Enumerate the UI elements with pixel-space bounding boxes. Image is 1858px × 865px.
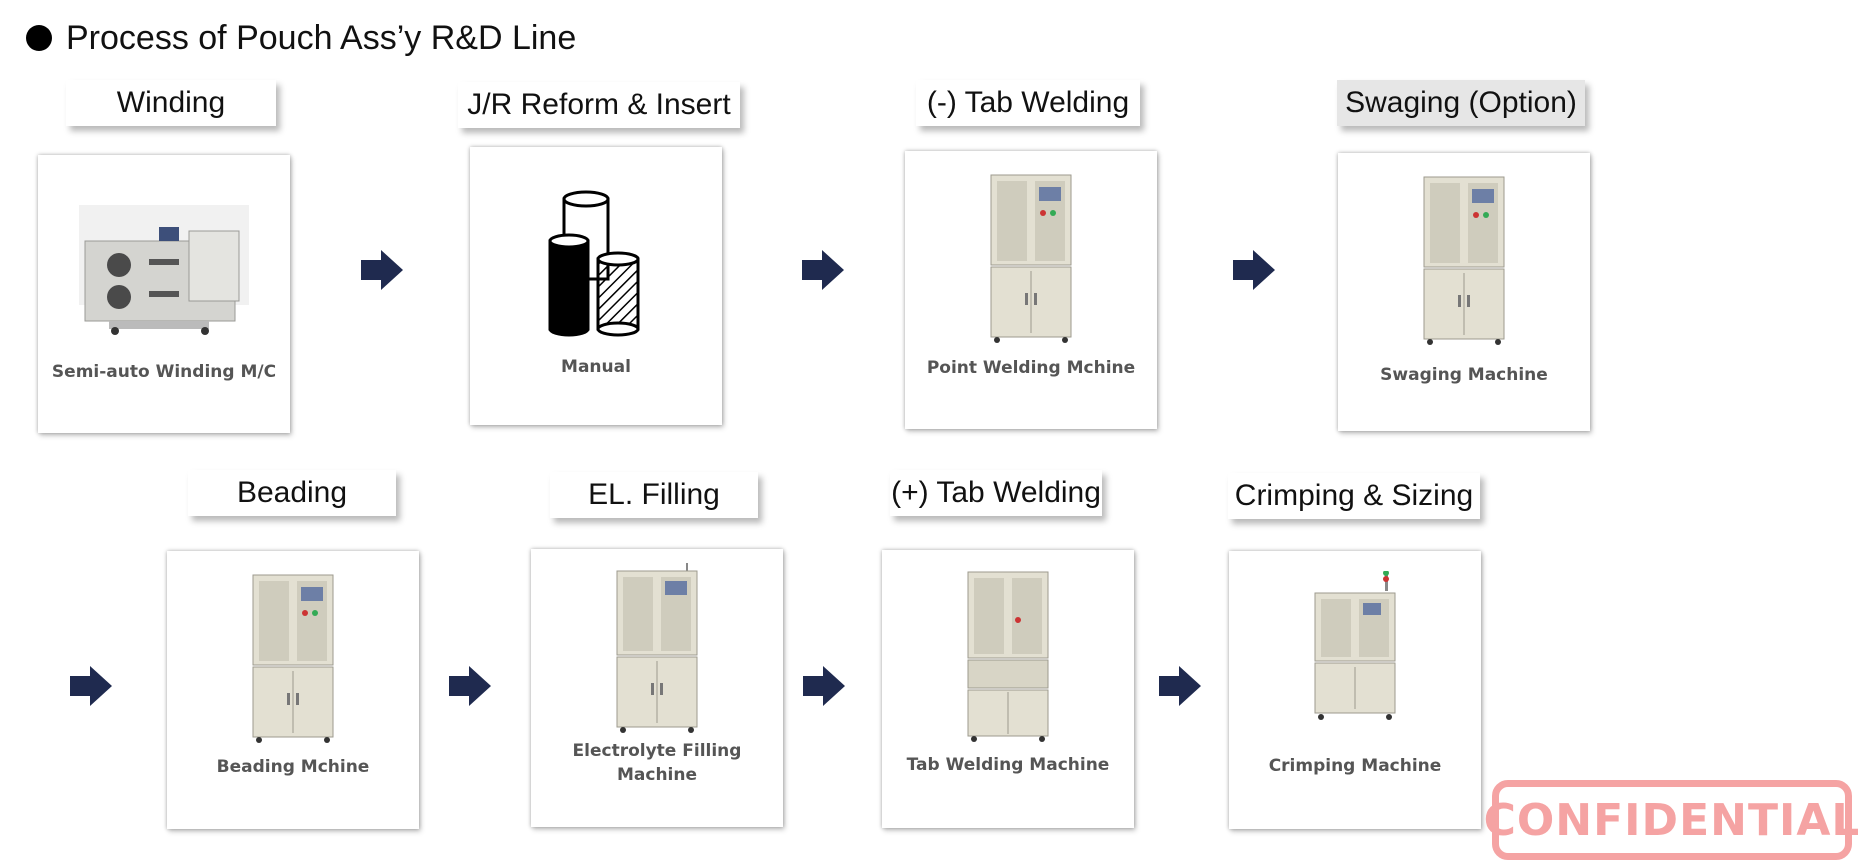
step-label-crimping: Crimping & Sizing [1228,473,1480,519]
step-card-el-filling: Electrolyte Filling Machine [531,549,783,827]
point-welding-machine-image [990,174,1072,343]
step-card-pos-tab-welding: Tab Welding Machine [882,550,1134,828]
caption-beading: Beading Mchine [216,757,370,777]
crimping-machine-image [1314,571,1396,720]
tab-welding-machine-image [967,571,1049,742]
caption-manual: Manual [561,357,631,377]
caption-swaging: Swaging Machine [1380,365,1548,385]
step-label-beading: Beading [188,470,396,516]
step-card-swaging: Swaging Machine [1338,153,1590,431]
caption-electrolyte-filling-line1: Electrolyte Filling [572,741,742,761]
beading-machine-image [252,574,334,743]
electrolyte-filling-machine-image [616,563,698,733]
page-title: Process of Pouch Ass’y R&D Line [26,16,576,60]
next-arrow-icon [70,666,112,706]
step-label-winding: Winding [66,80,276,126]
caption-point-welding: Point Welding Mchine [926,358,1136,378]
cylinder-cells-icon [548,190,640,337]
step-label-swaging: Swaging (Option) [1337,80,1585,126]
caption-electrolyte-filling-line2: Machine [616,765,698,785]
step-card-beading: Beading Mchine [167,551,419,829]
winding-machine-image [79,205,249,335]
step-label-jr-reform: J/R Reform & Insert [458,82,740,128]
confidential-stamp-text: CONFIDENTIAL [1483,794,1858,846]
confidential-stamp: CONFIDENTIAL [1484,780,1858,860]
step-card-neg-tab-welding: Point Welding Mchine [905,151,1157,429]
step-label-pos-tab-welding: (+) Tab Welding [890,470,1102,516]
caption-crimping: Crimping Machine [1268,756,1442,776]
next-arrow-icon [802,250,844,290]
bullet-icon [26,25,52,51]
next-arrow-icon [1233,250,1275,290]
step-label-neg-tab-welding: (-) Tab Welding [916,80,1140,126]
step-card-crimping: Crimping Machine [1229,551,1481,829]
caption-tab-welding: Tab Welding Machine [906,755,1110,775]
next-arrow-icon [803,666,845,706]
next-arrow-icon [1159,666,1201,706]
step-label-el-filling: EL. Filling [550,472,758,518]
step-card-jr-reform: Manual [470,147,722,425]
caption-winding: Semi-auto Winding M/C [51,362,277,382]
next-arrow-icon [449,666,491,706]
next-arrow-icon [361,250,403,290]
swaging-machine-image [1423,176,1505,345]
page-title-text: Process of Pouch Ass’y R&D Line [66,18,577,57]
step-card-winding: Semi-auto Winding M/C [38,155,290,433]
